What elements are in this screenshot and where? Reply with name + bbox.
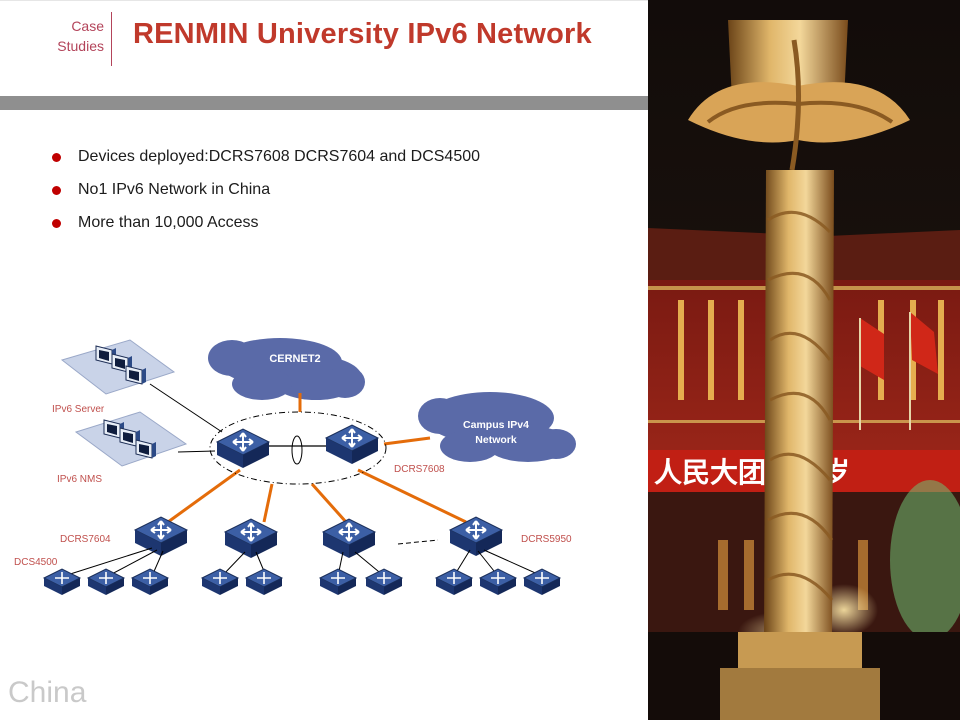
access-switch-icon <box>245 568 283 596</box>
distribution-switch-icon <box>449 516 503 557</box>
dcrs5950-label: DCRS5950 <box>521 534 572 545</box>
dcrs7604-label: DCRS7604 <box>60 534 111 545</box>
region-label: China <box>8 676 87 709</box>
ipv6-server-label: IPv6 Server <box>52 404 105 415</box>
bullet-text: More than 10,000 Access <box>78 214 259 231</box>
access-switch-icon <box>319 568 357 596</box>
uplinks <box>167 393 467 524</box>
slide-content: Case Studies RENMIN University IPv6 Netw… <box>0 0 648 709</box>
distribution-switch-icon <box>322 518 376 559</box>
link-aggregation-mark <box>291 435 303 465</box>
access-switch-icon <box>523 568 561 596</box>
photo-illustration: 人民大团结万岁 <box>648 0 960 720</box>
bullet-text: No1 IPv6 Network in China <box>78 181 271 198</box>
bullet-item: Devices deployed:DCRS7608 DCRS7604 and D… <box>48 146 480 179</box>
dcrs7608-label: DCRS7608 <box>394 464 445 475</box>
access-switch-icon <box>365 568 403 596</box>
ipv6-nms-label: IPv6 NMS <box>57 474 102 485</box>
server-link <box>149 383 223 433</box>
campus-label-line1: Campus IPv4 <box>463 419 529 431</box>
ipv6-nms-icon <box>74 411 188 467</box>
bullet-list: Devices deployed:DCRS7608 DCRS7604 and D… <box>48 146 480 245</box>
access-switch-icon <box>87 568 125 596</box>
header-rule <box>0 0 648 1</box>
cernet2-label: CERNET2 <box>269 353 320 365</box>
distribution-switch-icon <box>134 516 188 557</box>
campus-label-line2: Network <box>475 434 517 446</box>
dcs4500-label: DCS4500 <box>14 557 58 568</box>
section-label: Case Studies <box>57 18 104 54</box>
access-switches <box>43 568 561 596</box>
core-group-outline <box>209 411 387 485</box>
bullet-item: More than 10,000 Access <box>48 212 480 245</box>
bullet-item: No1 IPv6 Network in China <box>48 179 480 212</box>
access-switch-icon <box>131 568 169 596</box>
campus-cloud <box>418 392 576 462</box>
bullet-dot-icon <box>52 219 61 228</box>
cernet2-cloud <box>208 338 365 400</box>
header-bar <box>0 96 648 110</box>
network-diagram: CERNET2 Campus IPv4 Network <box>14 338 576 596</box>
distribution-switch-icon <box>224 518 278 559</box>
access-switch-icon <box>201 568 239 596</box>
bullet-dot-icon <box>52 186 61 195</box>
title-divider <box>111 12 112 66</box>
tiananmen-night-photo: 人民大团结万岁 <box>648 0 960 720</box>
bullet-text: Devices deployed:DCRS7608 DCRS7604 and D… <box>78 148 481 165</box>
page-title: RENMIN University IPv6 Network <box>133 18 592 50</box>
more-switches-dash <box>397 539 439 545</box>
core-switch-icon <box>325 424 379 465</box>
nms-link <box>177 450 216 453</box>
ipv6-server-icon <box>60 339 176 395</box>
bullet-dot-icon <box>52 153 61 162</box>
core-switch-icon <box>216 428 270 469</box>
access-switch-icon <box>479 568 517 596</box>
access-switch-icon <box>435 568 473 596</box>
